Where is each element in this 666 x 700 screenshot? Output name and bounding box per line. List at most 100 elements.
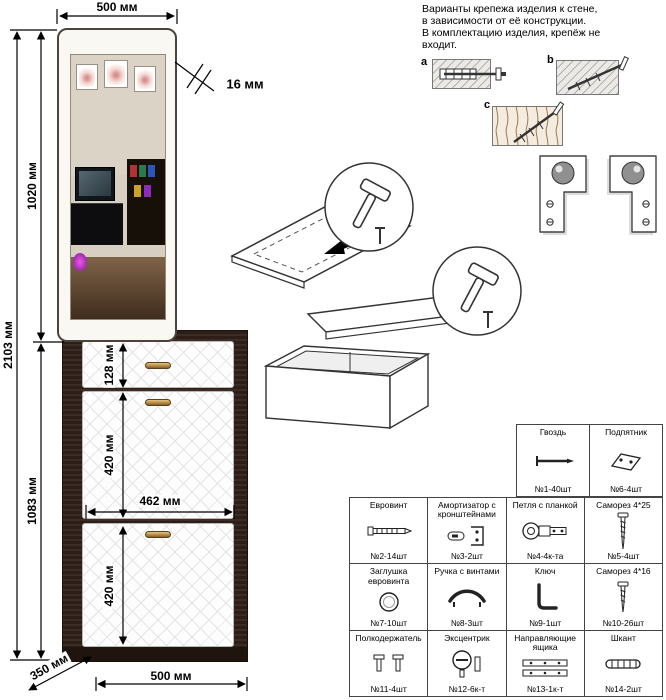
cabinet-plinth: [63, 647, 247, 661]
note-line: входит.: [422, 39, 457, 51]
dim-panel-thickness: 16 мм: [224, 76, 266, 92]
nail-icon: [536, 455, 574, 466]
part-name: Амортизатор с кронштейнами: [437, 500, 496, 520]
screw-4x16-icon: [617, 581, 629, 613]
part-count: №5-4шт: [607, 551, 640, 562]
cam-lock-icon: [452, 649, 481, 677]
dim-depth: 350 мм: [26, 650, 72, 684]
reflection-book: [148, 165, 155, 177]
part-name: Ручка с винтами: [434, 566, 500, 577]
reflection-picture-2: [104, 60, 128, 88]
lower-door-handle: [145, 531, 171, 538]
wall-fixing-note: Варианты крепежа изделия к стене, в зави…: [422, 3, 664, 51]
mounting-plate-right: [607, 155, 657, 235]
reflection-tv: [75, 167, 115, 201]
note-line: В комплектацию изделия, крепёж не: [422, 27, 601, 39]
dim-top-width: 500 мм: [94, 0, 140, 14]
part-name: Саморез 4*16: [596, 566, 651, 577]
part-count: №9-1шт: [529, 617, 562, 628]
shelf-support-icon: [373, 654, 404, 671]
fastener-label-a: a: [421, 56, 428, 68]
drawer-box-diagram: [263, 295, 468, 430]
part-cell-damper: Амортизатор с кронштейнами №3-2шт: [428, 498, 507, 565]
part-count: №2-14шт: [370, 551, 408, 562]
drawer-handle: [145, 362, 171, 369]
part-count: №12-6к-т: [448, 684, 486, 694]
fastener-b-screw-icon: [556, 56, 629, 95]
part-cell-nail: Гвоздь №1-40шт: [517, 425, 590, 497]
part-cell-hexkey: Ключ №9-1шт: [506, 564, 585, 631]
reflection-book: [130, 165, 137, 177]
dim-cabinet-height: 1083 мм: [25, 475, 39, 527]
part-name: Гвоздь: [539, 427, 567, 437]
part-count: №7-10шт: [370, 617, 408, 628]
screw-cap-icon: [378, 592, 399, 612]
part-count: №6-4шт: [609, 484, 643, 494]
part-cell-screw-4x16: Саморез 4*16 №10-26шт: [584, 564, 663, 631]
foot-pad-icon: [610, 452, 642, 471]
part-cell-footpad: Подпятник №6-4шт: [590, 425, 663, 497]
part-cell-hinge: Петля с планкой №4-4к-та: [506, 498, 585, 565]
part-cell-cap: Заглушка евровинта №7-10шт: [350, 564, 429, 631]
part-cell-drawer-slides: Направляющие ящика №13-1к-т: [506, 630, 585, 697]
part-count: №3-2шт: [450, 551, 483, 562]
part-cell-handle: Ручка с винтами №8-3шт: [428, 564, 507, 631]
dim-mirror-height: 1020 мм: [25, 160, 39, 212]
part-cell-euroscrew: Евровинт №2-14шт: [350, 498, 429, 565]
part-cell-cam-lock: Эксцентрик №12-6к-т: [428, 630, 507, 697]
dim-front-width: 462 мм: [137, 494, 183, 508]
dowel-icon: [605, 658, 642, 669]
mounting-plate-left: [539, 155, 589, 235]
reflection-book: [144, 185, 151, 197]
part-name: Евровинт: [369, 500, 408, 510]
reflection-shelf: [127, 159, 165, 245]
hammer-step-1: [324, 162, 414, 252]
dim-lower-door: 420 мм: [102, 563, 116, 609]
part-count: №1-40шт: [534, 484, 572, 494]
reflection-picture-3: [134, 66, 156, 92]
parts-table-row-1: Гвоздь №1-40шт Подпятник №6-4шт: [516, 424, 663, 497]
dim-drawer-height: 128 мм: [102, 342, 116, 388]
fastener-a-anchor-icon: [432, 59, 506, 89]
part-name: Шкант: [610, 632, 636, 643]
part-count: №11-4шт: [370, 684, 407, 694]
reflection-flowers: [73, 253, 87, 271]
mirror-panel: [57, 28, 177, 342]
part-name: Ключ: [534, 566, 556, 577]
reflection-tv-stand: [71, 203, 123, 245]
damper-icon: [447, 525, 484, 546]
drawer-slides-icon: [522, 659, 568, 677]
part-name: Саморез 4*25: [596, 500, 651, 510]
screw-4x25-icon: [617, 512, 629, 549]
part-name: Направляющие ящика: [514, 632, 576, 652]
reflection-floor: [71, 257, 165, 319]
reflection-book: [134, 185, 141, 197]
note-line: в зависимости от её конструкции.: [422, 15, 587, 27]
part-cell-dowel: Шкант №14-2шт: [584, 630, 663, 697]
part-name: Полкодержатель: [355, 632, 422, 643]
fastener-label-c: c: [484, 99, 491, 111]
dim-upper-door: 420 мм: [102, 432, 116, 478]
part-count: №8-3шт: [450, 617, 483, 628]
hex-key-icon: [537, 583, 558, 610]
part-count: №14-2шт: [604, 684, 642, 694]
upper-door-handle: [145, 399, 171, 406]
parts-table: Евровинт №2-14шт Амортизатор с кронштейн…: [349, 497, 663, 697]
part-count: №4-4к-та: [526, 551, 564, 562]
hammer-step-2: [432, 246, 522, 336]
part-name: Заглушка евровинта: [368, 566, 410, 586]
part-name: Петля с планкой: [512, 500, 578, 510]
note-line: Варианты крепежа изделия к стене,: [422, 3, 598, 15]
part-cell-screw-4x25: Саморез 4*25 №5-4шт: [584, 498, 663, 565]
dim-bottom-width: 500 мм: [148, 669, 194, 683]
part-count: №13-1к-т: [526, 684, 564, 694]
dim-total-height: 2103 мм: [1, 319, 15, 371]
mirror: [70, 54, 166, 320]
handle-icon: [448, 589, 486, 608]
part-name: Эксцентрик: [444, 632, 490, 643]
part-count: №10-26шт: [602, 617, 645, 628]
hinge-icon: [522, 522, 567, 540]
reflection-picture-1: [76, 64, 98, 90]
reflection-book: [139, 165, 146, 177]
